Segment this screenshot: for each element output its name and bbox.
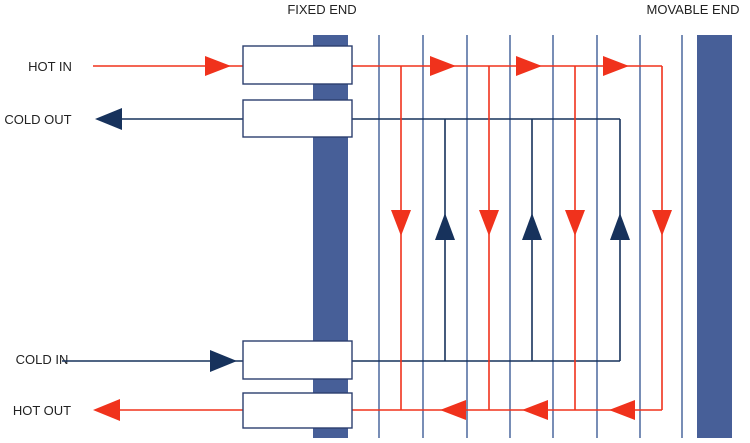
arrow-left-icon	[522, 400, 548, 420]
hot-arrows	[93, 56, 672, 421]
arrow-right-icon	[430, 56, 456, 76]
cold-out-label: COLD OUT	[4, 112, 71, 127]
arrow-right-icon	[205, 56, 231, 76]
hot-in-port	[242, 45, 353, 85]
hot-out-label: HOT OUT	[13, 403, 71, 418]
movable-end-frame	[697, 35, 732, 438]
arrow-right-icon	[516, 56, 542, 76]
hot-out-port	[242, 392, 353, 429]
arrow-left-icon	[93, 399, 120, 421]
cold-arrows	[95, 108, 630, 372]
arrow-left-icon	[609, 400, 635, 420]
hot-in-label: HOT IN	[28, 59, 72, 74]
arrow-down-icon	[479, 210, 499, 236]
arrow-down-icon	[652, 210, 672, 236]
cold-out-port	[242, 99, 353, 138]
cold-in-label: COLD IN	[16, 352, 69, 367]
arrow-down-icon	[391, 210, 411, 236]
port-boxes	[242, 45, 353, 429]
arrow-up-icon	[522, 213, 542, 240]
arrow-right-icon	[603, 56, 629, 76]
arrow-up-icon	[435, 213, 455, 240]
arrow-down-icon	[565, 210, 585, 236]
cold-in-port	[242, 340, 353, 380]
arrow-up-icon	[610, 213, 630, 240]
fixed-end-label: FIXED END	[287, 2, 356, 17]
hot-circuit	[93, 65, 663, 411]
arrow-right-icon	[210, 350, 237, 372]
plates	[378, 35, 683, 438]
arrow-left-icon	[95, 108, 122, 130]
arrow-left-icon	[440, 400, 466, 420]
movable-end-label: MOVABLE END	[647, 2, 740, 17]
